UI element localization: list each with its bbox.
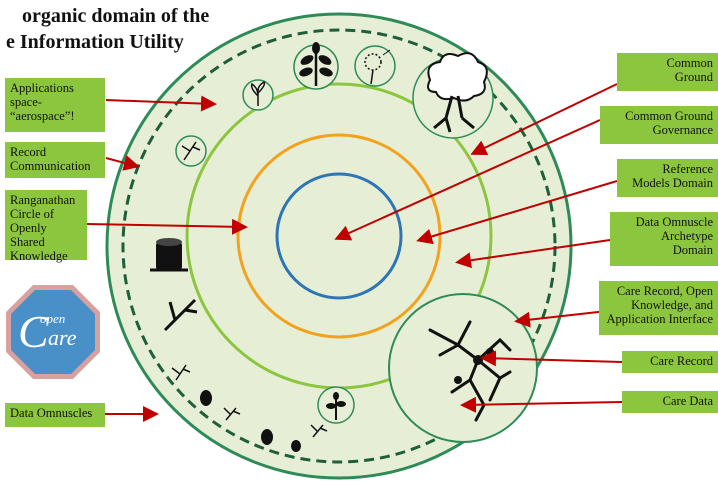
root-node bbox=[473, 355, 483, 365]
sprout-icon bbox=[176, 136, 206, 166]
label-line: Record bbox=[10, 145, 100, 159]
label-line: Openly Shared bbox=[10, 221, 82, 249]
label-line: Care Record bbox=[627, 354, 713, 368]
label-line: Application Interface bbox=[604, 312, 713, 326]
label-care-record-interface: Care Record, Open Knowledge, and Applica… bbox=[599, 281, 718, 335]
label-line: Ground bbox=[622, 70, 713, 84]
label-line: Data Omnuscle bbox=[615, 215, 713, 229]
logo-word-open: open bbox=[40, 311, 65, 326]
label-line: Ranganathan bbox=[10, 193, 82, 207]
label-line: Common Ground bbox=[605, 109, 713, 123]
label-line: Models Domain bbox=[622, 176, 713, 190]
label-line: Circle of bbox=[10, 207, 82, 221]
label-care-record: Care Record bbox=[622, 351, 718, 373]
label-data-omnuscles: Data Omnuscles bbox=[5, 403, 105, 427]
label-line: Data Omnuscles bbox=[10, 406, 100, 420]
label-applications: Applications space- “aerospace”! bbox=[5, 78, 105, 132]
label-reference-models: Reference Models Domain bbox=[617, 159, 718, 197]
care-record-circle bbox=[389, 294, 537, 442]
seedling-icon bbox=[243, 80, 273, 110]
root-node bbox=[486, 348, 494, 356]
label-common-ground-governance: Common Ground Governance bbox=[600, 106, 718, 144]
label-line: “aerospace”! bbox=[10, 109, 100, 123]
label-line: space- bbox=[10, 95, 100, 109]
label-line: Applications bbox=[10, 81, 100, 95]
label-line: Knowledge, and bbox=[604, 298, 713, 312]
label-line: Care Data bbox=[627, 394, 713, 408]
label-line: Communication bbox=[10, 159, 100, 173]
label-line: Archetype bbox=[615, 229, 713, 243]
label-line: Knowledge bbox=[10, 249, 82, 263]
label-line: Care Record, Open bbox=[604, 284, 713, 298]
label-common-ground: Common Ground bbox=[617, 53, 718, 91]
dandelion-icon bbox=[355, 46, 395, 86]
acorn-leaf-icon bbox=[318, 387, 354, 423]
opencare-logo: C open are bbox=[4, 283, 102, 381]
label-ranganathan: Ranganathan Circle of Openly Shared Know… bbox=[5, 190, 87, 260]
label-data-omnuscle-archetype: Data Omnuscle Archetype Domain bbox=[610, 212, 718, 266]
label-record-communication: Record Communication bbox=[5, 142, 105, 178]
label-line: Reference bbox=[622, 162, 713, 176]
label-line: Governance bbox=[605, 123, 713, 137]
label-line: Common bbox=[622, 56, 713, 70]
label-care-data: Care Data bbox=[622, 391, 718, 413]
label-line: Domain bbox=[615, 243, 713, 257]
logo-word-are: are bbox=[48, 325, 77, 350]
root-node bbox=[454, 376, 462, 384]
